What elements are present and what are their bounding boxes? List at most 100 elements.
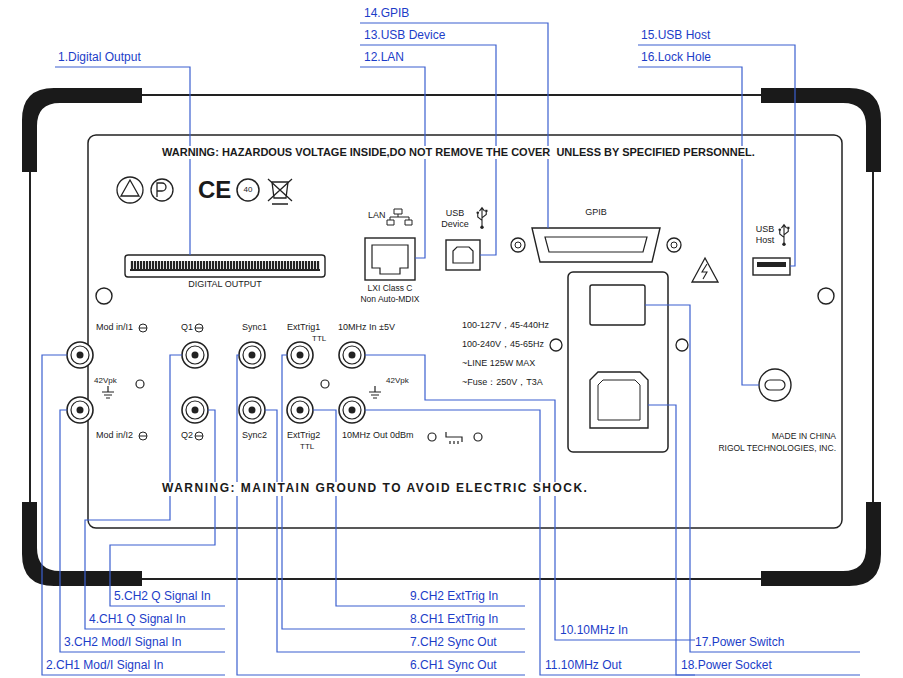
- bnc-jack: [67, 342, 93, 368]
- gpib-screw: [671, 242, 677, 248]
- panel-label: DIGITAL OUTPUT: [188, 279, 262, 289]
- panel-hole: [321, 380, 329, 388]
- eco-logo: [237, 179, 259, 201]
- pg-logo: [151, 179, 173, 201]
- power-socket: [590, 372, 648, 428]
- panel-label: USB: [756, 224, 775, 234]
- callout-label: 7.CH2 Sync Out: [410, 636, 497, 650]
- lan-jack: [365, 238, 415, 280]
- gpib-screw: [511, 238, 525, 252]
- weee-bin: [268, 179, 292, 204]
- module-screw: [550, 339, 562, 351]
- callout-label: 6.CH1 Sync Out: [410, 659, 497, 673]
- port-label: TTL: [300, 442, 314, 451]
- lock-hole: [765, 380, 785, 390]
- panel-hole: [474, 433, 482, 441]
- port-label: Mod in/I2: [96, 430, 133, 440]
- callout-label: 10.10MHz In: [560, 624, 628, 638]
- bnc-jack: [339, 342, 365, 368]
- digital-output-connector: [125, 255, 325, 277]
- callout-label: 3.CH2 Mod/I Signal In: [64, 636, 181, 650]
- callout-label: 5.CH2 Q Signal In: [114, 590, 211, 604]
- leader-line: [365, 410, 695, 675]
- callout-label: 12.LAN: [364, 51, 404, 65]
- usb-icon: [476, 208, 487, 229]
- logo-number: 40: [244, 185, 253, 194]
- gpib-screw: [515, 242, 521, 248]
- bnc-jack: [67, 397, 93, 423]
- panel-label: LAN: [368, 210, 386, 220]
- rating-label: ~LINE 125W MAX: [462, 358, 535, 368]
- usb-device-port: [446, 240, 480, 270]
- gpib-screw: [667, 238, 681, 252]
- bnc-jack: [239, 342, 265, 368]
- panel-label: Non Auto-MDIX: [360, 295, 419, 305]
- port-label: Mod in/I1: [96, 322, 133, 332]
- ce-mark: CE: [198, 176, 231, 204]
- port-symbol: [195, 432, 203, 440]
- usb-host-port: [753, 258, 790, 275]
- voltage-label: 42Vpk: [94, 376, 117, 385]
- port-label: ExtTrig2: [287, 430, 320, 440]
- high-voltage-sign: [692, 258, 718, 282]
- leader-line: [360, 67, 425, 258]
- port-label: 10MHz In ±5V: [338, 322, 395, 332]
- maker-label: RIGOL TECHNOLOGIES, INC.: [718, 444, 836, 454]
- leader-line: [645, 305, 860, 652]
- warning-text: WARNING: HAZARDOUS VOLTAGE INSIDE,DO NOT…: [160, 146, 757, 159]
- leader-line: [265, 410, 525, 652]
- lan-jack: [372, 245, 408, 274]
- cert-logo: [121, 180, 139, 196]
- pg-logo: [157, 183, 166, 197]
- port-label: Sync2: [242, 430, 267, 440]
- connector-pins: [130, 261, 320, 271]
- leader-line: [42, 355, 225, 675]
- leader-line: [360, 23, 548, 228]
- callout-label: 4.CH1 Q Signal In: [89, 613, 186, 627]
- usb-host-port: [757, 262, 786, 267]
- ground-symbol: [102, 386, 114, 398]
- power-module: [568, 272, 668, 452]
- panel-label: Device: [441, 219, 469, 229]
- lock-hole: [759, 369, 791, 401]
- panel-hole: [136, 380, 144, 388]
- leader-line: [237, 355, 525, 675]
- callout-label: 14.GPIB: [364, 7, 409, 21]
- leader-line: [365, 355, 695, 640]
- callout-label: 9.CH2 ExtTrig In: [410, 590, 498, 604]
- maker-label: MADE IN CHINA: [772, 432, 836, 442]
- leader-line: [638, 67, 759, 385]
- leader-line: [313, 410, 525, 606]
- panel-label: LXI Class C: [368, 284, 413, 294]
- warning-text: WARNING: MAINTAIN GROUND TO AVOID ELECTR…: [160, 482, 590, 496]
- power-switch: [590, 285, 645, 325]
- mounting-hole: [818, 288, 834, 304]
- bnc-jack: [339, 397, 365, 423]
- rear-panel: [88, 135, 842, 528]
- ground-symbol: [369, 386, 381, 398]
- callout-label: 13.USB Device: [364, 29, 445, 43]
- callout-label: 1.Digital Output: [58, 51, 141, 65]
- bnc-jack: [287, 342, 313, 368]
- rating-label: 100-240V，45-65Hz: [462, 339, 544, 349]
- power-socket: [598, 380, 640, 420]
- callout-label: 16.Lock Hole: [641, 51, 711, 65]
- port-label: 10MHz Out 0dBm: [342, 430, 414, 440]
- panel-label: Host: [756, 235, 775, 245]
- bnc-jack: [182, 397, 208, 423]
- module-screw: [676, 339, 688, 351]
- port-symbol: [139, 432, 147, 440]
- bnc-jack: [239, 397, 265, 423]
- gpib-connector: [532, 228, 660, 262]
- port-symbol: [139, 324, 147, 332]
- port-label: Q2: [181, 430, 193, 440]
- panel-hole: [428, 433, 436, 441]
- bnc-jack: [287, 397, 313, 423]
- callout-label: 11.10MHz Out: [545, 659, 621, 673]
- network-icon: [387, 209, 412, 225]
- callout-label: 17.Power Switch: [695, 636, 784, 650]
- port-label: Sync1: [242, 322, 267, 332]
- port-label: ExtTrig1: [287, 322, 320, 332]
- port-label: Q1: [181, 322, 193, 332]
